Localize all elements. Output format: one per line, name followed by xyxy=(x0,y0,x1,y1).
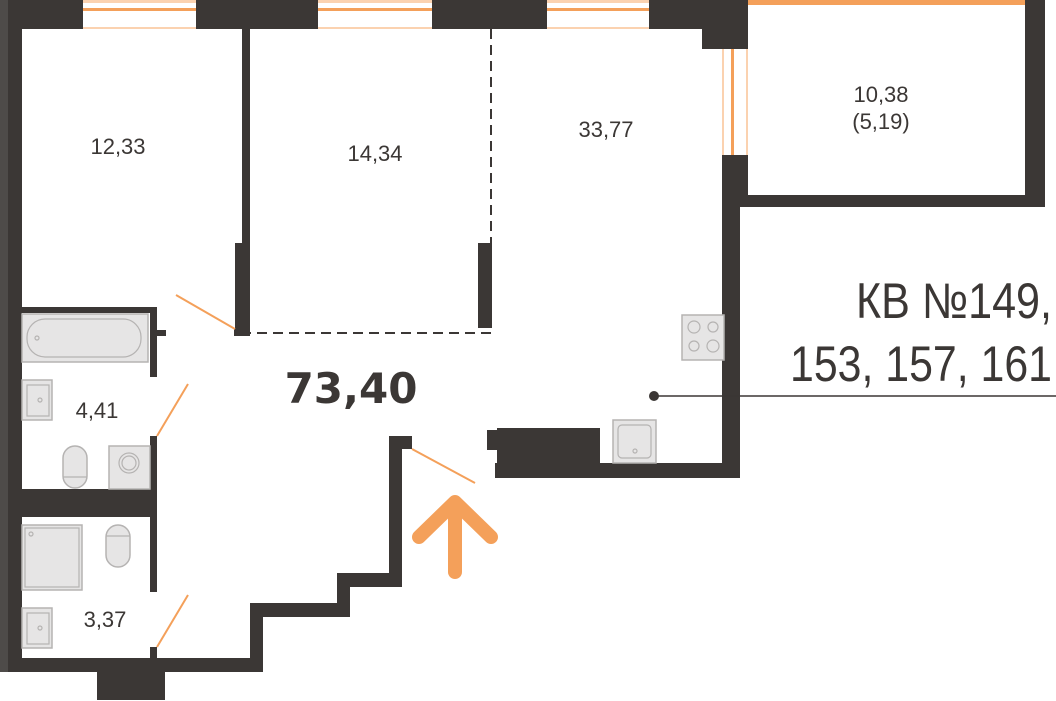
room-reduced-area-balcony: (5,19) xyxy=(852,109,909,134)
kitchen-sink-icon xyxy=(612,419,657,464)
sink-icon xyxy=(21,607,53,649)
door-swings xyxy=(156,294,476,648)
room-area-bathroom-2: 3,37 xyxy=(84,607,127,632)
room-area-bathroom-1: 4,41 xyxy=(76,398,119,423)
total-area: 73,40 xyxy=(285,364,418,413)
room-area-bedroom-2: 14,34 xyxy=(347,141,402,166)
sink-icon xyxy=(21,379,53,421)
room-area-kitchen-living: 33,77 xyxy=(578,117,633,142)
toilet-icon xyxy=(62,445,88,489)
washing-machine-icon xyxy=(108,445,151,490)
apartment-title-line1: КВ №149, xyxy=(856,273,1052,329)
room-area-bedroom-1: 12,33 xyxy=(90,134,145,159)
windows xyxy=(83,0,1025,155)
stove-icon xyxy=(681,314,725,361)
shower-tray-icon xyxy=(21,524,83,591)
toilet-icon xyxy=(105,524,131,568)
zone-boundary xyxy=(250,29,492,334)
entrance-arrow-icon xyxy=(412,495,498,579)
bathtub-icon xyxy=(21,313,149,363)
apartment-title-line2: 153, 157, 161 xyxy=(790,336,1052,392)
leader-line xyxy=(649,391,1056,401)
room-area-balcony: 10,38 xyxy=(853,82,908,107)
